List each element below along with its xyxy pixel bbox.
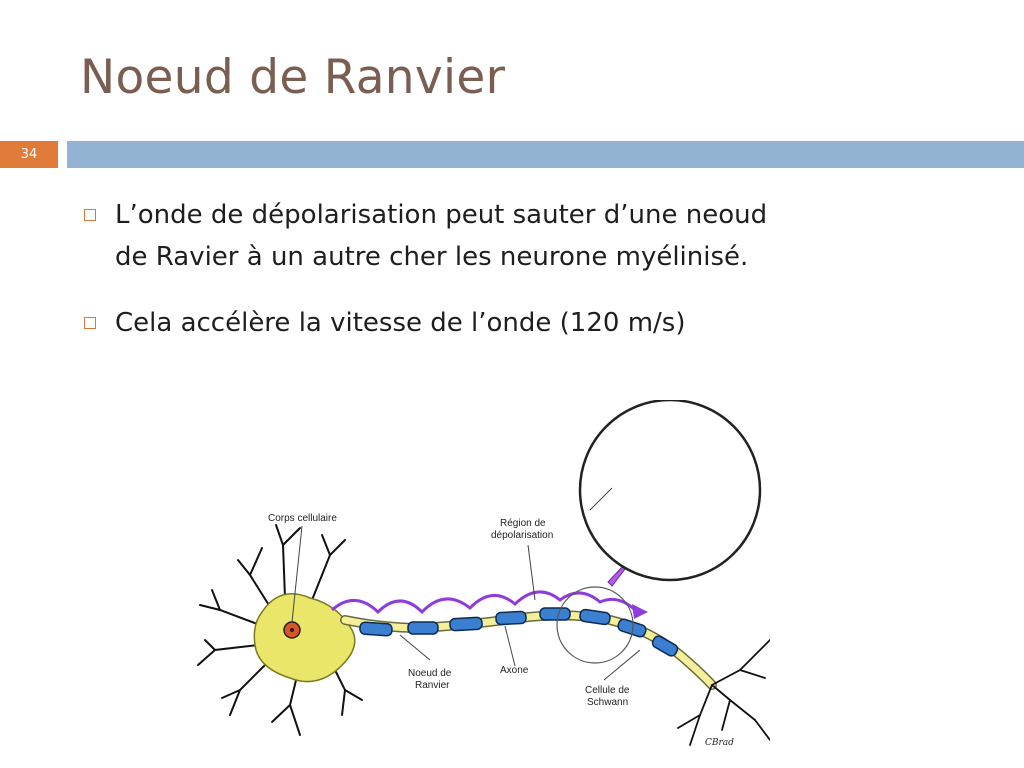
cell-body xyxy=(253,593,356,683)
label-noeud-line1: Noeud de xyxy=(408,668,452,679)
myelin-segments xyxy=(359,607,679,657)
label-cellule-line1: Cellule de xyxy=(585,685,630,696)
label-corps-cellulaire: Corps cellulaire xyxy=(268,513,337,524)
label-noeud-line2: Ranvier xyxy=(415,680,450,691)
bullet-square-icon xyxy=(84,317,96,329)
neuron-diagram: ++-- ++-- Corps cellulaire Région de dép… xyxy=(197,400,770,748)
bullet-text-line: L’onde de dépolarisation peut sauter d’u… xyxy=(115,200,768,230)
depolarization-wave xyxy=(331,590,637,615)
bullet-text-line: de Ravier à un autre cher les neurone my… xyxy=(115,242,749,272)
header-bar xyxy=(67,141,1024,168)
label-region-line2: dépolarisation xyxy=(491,530,553,541)
label-cellule-line2: Schwann xyxy=(587,697,628,708)
bullet-square-icon xyxy=(84,209,96,221)
label-region-line1: Région de xyxy=(500,518,546,529)
slide-number: 34 xyxy=(0,141,58,168)
zoom-circle-large xyxy=(578,400,762,582)
bullet-text-line: Cela accélère la vitesse de l’onde (120 … xyxy=(115,308,686,338)
artist-signature: CBrad xyxy=(705,738,734,748)
axon-terminals xyxy=(677,638,770,746)
slide-title: Noeud de Ranvier xyxy=(80,50,506,105)
label-axone: Axone xyxy=(500,665,529,676)
dendrites xyxy=(197,524,363,736)
zoom-circle-small xyxy=(556,586,634,664)
